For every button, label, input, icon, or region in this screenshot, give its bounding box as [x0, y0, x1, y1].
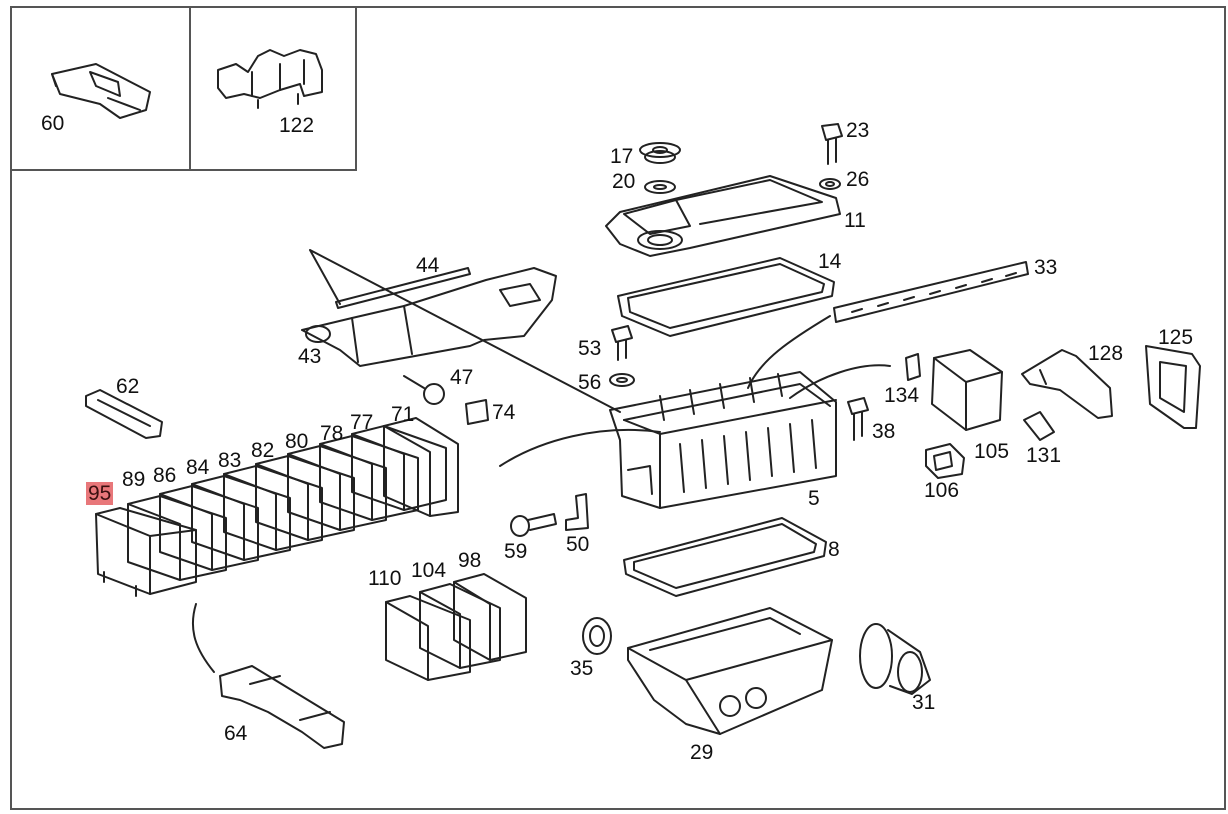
- label-23: 23: [846, 119, 870, 142]
- label-11: 11: [844, 209, 866, 232]
- label-60: 60: [41, 112, 65, 135]
- label-50: 50: [566, 533, 590, 556]
- label-8: 8: [828, 538, 840, 561]
- part-122-holder[interactable]: [217, 49, 323, 109]
- label-17: 17: [610, 145, 634, 168]
- part-23-bolt[interactable]: [821, 123, 843, 165]
- label-106: 106: [924, 479, 960, 502]
- part-59-bolt[interactable]: [510, 513, 557, 537]
- label-84: 84: [186, 456, 210, 479]
- part-131-bracket[interactable]: [1023, 411, 1055, 441]
- part-17-grommet[interactable]: [639, 142, 681, 164]
- part-95-fuse-module[interactable]: [95, 507, 197, 597]
- part-29-tray[interactable]: [627, 607, 833, 735]
- label-56: 56: [578, 371, 602, 394]
- label-105: 105: [974, 440, 1010, 463]
- part-56-washer[interactable]: [609, 373, 635, 387]
- label-95-highlighted: 95: [86, 482, 114, 505]
- part-105-relay[interactable]: [931, 349, 1003, 431]
- label-47: 47: [450, 366, 474, 389]
- part-14-gasket[interactable]: [617, 257, 835, 337]
- part-44-strip[interactable]: [335, 267, 471, 309]
- part-128-bracket[interactable]: [1021, 349, 1113, 419]
- inset-box-122: [189, 6, 357, 171]
- label-86: 86: [153, 464, 177, 487]
- part-50-bracket[interactable]: [565, 493, 589, 531]
- label-122: 122: [279, 114, 315, 137]
- part-106-connector[interactable]: [925, 443, 965, 479]
- label-82: 82: [251, 439, 275, 462]
- label-35: 35: [570, 657, 594, 680]
- label-26: 26: [846, 168, 870, 191]
- part-104-fuse-module[interactable]: [419, 583, 501, 669]
- part-60-bracket[interactable]: [51, 63, 151, 119]
- label-110: 110: [368, 567, 402, 590]
- part-134-clip[interactable]: [905, 353, 921, 381]
- label-38: 38: [872, 420, 896, 443]
- part-77-fuse-module[interactable]: [351, 425, 447, 511]
- part-26-washer[interactable]: [819, 178, 841, 190]
- part-110-fuse-module[interactable]: [385, 595, 471, 681]
- label-59: 59: [504, 540, 528, 563]
- label-125: 125: [1158, 326, 1194, 349]
- label-31: 31: [912, 691, 936, 714]
- part-35-seal[interactable]: [582, 617, 612, 655]
- part-31-boot[interactable]: [859, 623, 931, 695]
- label-44: 44: [416, 254, 440, 277]
- part-20-washer[interactable]: [644, 180, 676, 194]
- label-98: 98: [458, 549, 482, 572]
- label-134: 134: [884, 384, 920, 407]
- part-47-bolt[interactable]: [403, 375, 445, 405]
- part-71-fuse-module[interactable]: [383, 417, 459, 517]
- part-43-bracket[interactable]: [301, 249, 621, 413]
- label-71: 71: [391, 403, 415, 426]
- label-74: 74: [492, 401, 516, 424]
- label-64: 64: [224, 722, 248, 745]
- part-33-strip[interactable]: [833, 261, 1029, 323]
- label-29: 29: [690, 741, 714, 764]
- part-125-bracket[interactable]: [1145, 345, 1201, 429]
- label-33: 33: [1034, 256, 1058, 279]
- label-128: 128: [1088, 342, 1124, 365]
- label-20: 20: [612, 170, 636, 193]
- label-43: 43: [298, 345, 322, 368]
- label-53: 53: [578, 337, 602, 360]
- label-89: 89: [122, 468, 146, 491]
- part-38-bolt[interactable]: [847, 397, 869, 441]
- label-5: 5: [808, 487, 820, 510]
- part-64-bracket[interactable]: [191, 603, 345, 749]
- label-14: 14: [818, 250, 842, 273]
- part-8-gasket[interactable]: [623, 517, 827, 597]
- label-62: 62: [116, 375, 140, 398]
- part-53-bolt[interactable]: [611, 325, 633, 361]
- label-80: 80: [285, 430, 309, 453]
- label-83: 83: [218, 449, 242, 472]
- part-62-bar[interactable]: [85, 389, 163, 439]
- label-104: 104: [411, 559, 447, 582]
- part-5-fuse-box[interactable]: [499, 315, 891, 509]
- part-98-fuse-module[interactable]: [453, 573, 527, 661]
- label-78: 78: [320, 422, 344, 445]
- label-77: 77: [350, 411, 374, 434]
- label-131: 131: [1026, 444, 1062, 467]
- part-74-clip[interactable]: [465, 399, 489, 425]
- part-11-cover[interactable]: [605, 175, 841, 257]
